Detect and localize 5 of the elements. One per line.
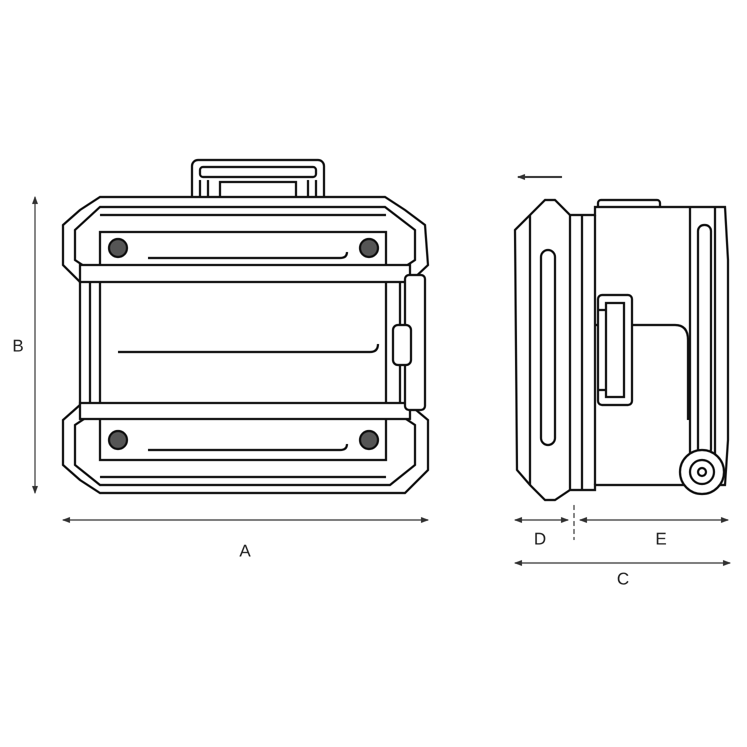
dimension-label: C [616,570,630,588]
dimension-label: D [534,530,546,548]
dimension-label: A [239,542,251,560]
dimension-label: E [655,530,667,548]
dimension-label: B [12,338,24,354]
